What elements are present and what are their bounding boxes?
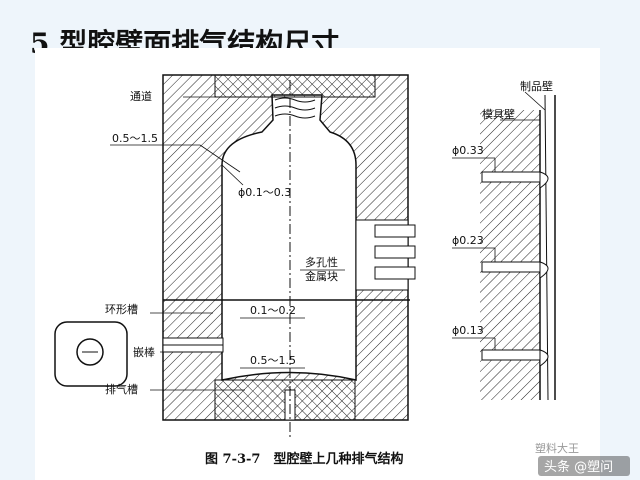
figure-caption: 图 7-3-7 型腔壁上几种排气结构 — [205, 451, 403, 467]
label-product-wall: 制品壁 — [520, 79, 553, 93]
cavity — [221, 94, 357, 381]
watermark-handle: 头条 @塑问 — [544, 459, 613, 475]
label-ring-groove: 环形槽 — [105, 303, 138, 316]
label-porous-1: 多孔性 — [305, 255, 338, 269]
mold-body — [162, 74, 416, 440]
vent-bulge — [539, 171, 549, 189]
insert-rod-section — [54, 321, 128, 387]
label-ring-gap: 0.1～0.2 — [250, 304, 296, 317]
label-gap-top: 0.5～1.5 — [112, 132, 158, 145]
label-channel: 通道 — [130, 89, 152, 103]
vent-bulge — [539, 349, 549, 367]
label-mold-wall: 模具壁 — [482, 107, 515, 121]
label-dia-1: ϕ0.33 — [452, 144, 484, 157]
label-hole-dia: ϕ0.1～0.3 — [238, 186, 291, 199]
leader-lines — [110, 96, 345, 391]
watermark-brand: 塑料大王 — [535, 441, 579, 455]
vent-detail — [452, 91, 556, 401]
watermark-badge — [538, 456, 630, 476]
label-gap-bottom: 0.5～1.5 — [250, 354, 296, 367]
label-dia-3: ϕ0.13 — [452, 324, 484, 337]
label-insert-rod: 嵌棒 — [133, 345, 155, 359]
vent-bulge — [539, 261, 549, 279]
porous-metal-block — [355, 219, 416, 291]
label-exhaust-groove: 排气槽 — [105, 382, 138, 396]
label-dia-2: ϕ0.23 — [452, 234, 484, 247]
label-porous-2: 金属块 — [305, 269, 338, 283]
